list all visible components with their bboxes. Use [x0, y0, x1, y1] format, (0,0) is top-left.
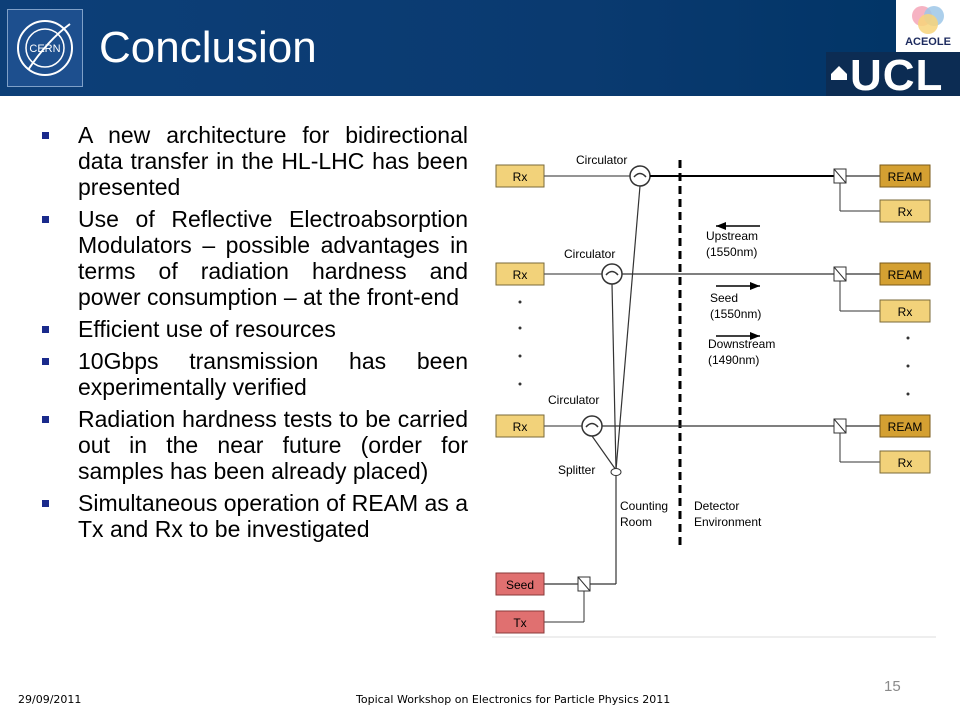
seed-wavelength: (1550nm) — [710, 307, 761, 321]
splitter-label: Splitter — [558, 463, 595, 477]
ream-label: REAM — [888, 170, 923, 184]
bullet-square-icon — [42, 500, 49, 507]
seed-box-label: Seed — [506, 578, 534, 592]
ucl-logo: UCL — [826, 51, 960, 100]
bullet-list: A new architecture for bidirectional dat… — [38, 122, 468, 548]
slide-header: CERN Conclusion ACEOLE UCL — [0, 0, 960, 100]
ream-label: REAM — [888, 420, 923, 434]
tx-box — [495, 610, 545, 634]
bullet-item: 10Gbps transmission has been experimenta… — [38, 348, 468, 400]
circulator-icon — [629, 165, 651, 187]
tx-box-label: Tx — [513, 616, 526, 630]
page-title: Conclusion — [99, 23, 317, 72]
circulator-icon — [581, 415, 603, 437]
bullet-square-icon — [42, 326, 49, 333]
rx-label: Rx — [513, 420, 528, 434]
rx-label: Rx — [513, 268, 528, 282]
bullet-square-icon — [42, 216, 49, 223]
downstream-label: Downstream — [708, 337, 775, 351]
rx-label: Rx — [898, 456, 913, 470]
cern-logo: CERN — [7, 9, 83, 87]
arrow-left-icon — [716, 222, 726, 230]
ellipsis-dots-right — [906, 336, 910, 396]
circulator-icon — [601, 263, 623, 285]
downstream-wavelength: (1490nm) — [708, 353, 759, 367]
detector-env-label: Detector — [694, 499, 739, 513]
upstream-wavelength: (1550nm) — [706, 245, 757, 259]
footer-date: 29/09/2011 — [18, 693, 82, 706]
ream-box-3 — [879, 414, 931, 438]
ucl-text: UCL — [850, 51, 944, 100]
bullet-item: Use of Reflective Electroabsorption Modu… — [38, 206, 468, 310]
rx-box-right-3 — [879, 450, 931, 474]
ellipsis-dots-left — [518, 300, 522, 386]
page-number: 15 — [884, 678, 901, 695]
bullet-item: Radiation hardness tests to be carried o… — [38, 406, 468, 484]
arrow-right-icon — [750, 332, 760, 340]
architecture-diagram: Rx Circulator REAM Rx Rx Circulator REAM… — [490, 140, 938, 640]
rx-box-right-1 — [879, 199, 931, 223]
bullet-item: Efficient use of resources — [38, 316, 468, 342]
aceole-logo: ACEOLE — [896, 0, 960, 52]
splitter-icon — [610, 468, 622, 476]
arrow-right-icon — [750, 282, 760, 290]
rx-label: Rx — [898, 305, 913, 319]
upstream-label: Upstream — [706, 229, 758, 243]
seed-label: Seed — [710, 291, 738, 305]
ream-box-2 — [879, 262, 931, 286]
ucl-dome-icon — [831, 66, 847, 80]
rx-box-right-2 — [879, 299, 931, 323]
bullet-square-icon — [42, 132, 49, 139]
ream-label: REAM — [888, 268, 923, 282]
counting-room-label: Room — [620, 515, 652, 529]
detector-env-label: Environment — [694, 515, 762, 529]
bullet-item: A new architecture for bidirectional dat… — [38, 122, 468, 200]
counting-room-label: Counting — [620, 499, 668, 513]
circulator-label: Circulator — [548, 393, 599, 407]
footer-title: Topical Workshop on Electronics for Part… — [356, 693, 671, 706]
circulator-label: Circulator — [576, 153, 627, 167]
bullet-square-icon — [42, 416, 49, 423]
rx-label: Rx — [513, 170, 528, 184]
ream-box-1 — [879, 164, 931, 188]
bullet-item: Simultaneous operation of REAM as a Tx a… — [38, 490, 468, 542]
cern-logo-text: CERN — [29, 43, 60, 55]
seed-box — [495, 572, 545, 596]
rx-label: Rx — [898, 205, 913, 219]
aceole-text: ACEOLE — [905, 36, 951, 48]
circulator-label: Circulator — [564, 247, 615, 261]
bullet-square-icon — [42, 358, 49, 365]
